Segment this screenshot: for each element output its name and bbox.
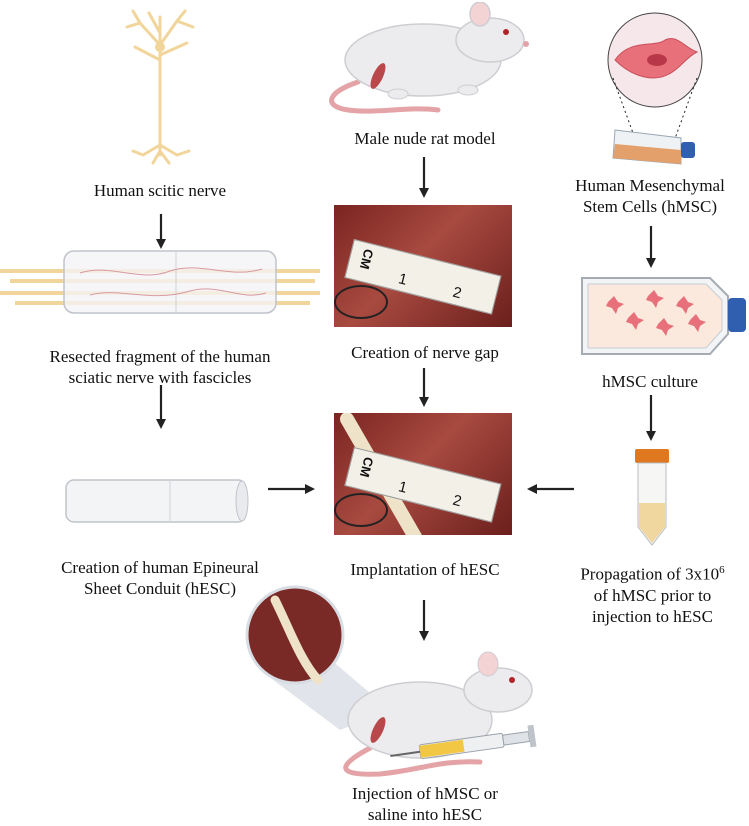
label-propagation-line3: injection to hESC [592,606,713,626]
label-human-nerve-text: Human scitic nerve [93,181,227,200]
ruler-tick-1: 1 [396,270,409,289]
centrifuge-tube [635,449,669,546]
label-propagation-line1-base: Propagation of 3x10 [580,564,720,584]
label-hmsc-line1: Human Mesenchymal [575,176,725,195]
neuron-illustration [125,9,195,165]
label-injection-line2: saline into hESC [367,805,483,824]
ruler-tick-1: 1 [396,478,409,497]
label-hmsc-culture-text: hMSC culture [602,372,698,391]
ruler-unit-label: CM [356,455,377,479]
epineural-conduit-illustration [65,479,249,523]
label-implantation: Implantation of hESC [320,559,530,580]
label-resected-line2: sciatic nerve with fascicles [68,368,252,387]
injection-illustration [245,585,537,777]
label-hesc: Creation of human Epineural Sheet Condui… [10,557,310,599]
label-hesc-line2: Sheet Conduit (hESC) [83,579,237,598]
label-propagation-line2: of hMSC prior to [593,585,712,605]
ruler-unit-label: CM [356,247,377,271]
label-nerve-gap-text: Creation of nerve gap [351,343,499,362]
nerve-gap-photo: CM 1 2 [334,205,512,327]
ruler-tick-2: 2 [451,283,464,303]
nerve-fragment-illustration [0,250,320,314]
label-hmsc: Human Mesenchymal Stem Cells (hMSC) [550,175,749,217]
rat-illustration-top [329,2,529,114]
label-injection-line1: Injection of hMSC or [352,784,498,803]
label-rat-model-text: Male nude rat model [354,129,496,148]
label-nerve-gap: Creation of nerve gap [320,342,530,363]
label-propagation: Propagation of 3x106 of hMSC prior to in… [560,560,745,627]
label-propagation-exponent: 6 [719,564,725,576]
ruler-tick-2: 2 [451,491,464,511]
label-hesc-line1: Creation of human Epineural [61,558,259,577]
label-injection: Injection of hMSC or saline into hESC [300,783,550,825]
label-resected: Resected fragment of the human sciatic n… [20,346,300,388]
implantation-photo: CM 1 2 [334,413,512,535]
label-propagation-line1: Propagation of 3x106 [560,560,745,585]
label-resected-line1: Resected fragment of the human [49,347,271,366]
label-human-nerve: Human scitic nerve [60,180,260,201]
label-rat-model: Male nude rat model [320,128,530,149]
label-hmsc-line2: Stem Cells (hMSC) [582,197,718,216]
label-hmsc-culture: hMSC culture [560,371,740,392]
hmsc-culture-flask [581,277,746,355]
hmsc-cell-and-flask [607,12,703,165]
label-implantation-text: Implantation of hESC [350,560,500,579]
